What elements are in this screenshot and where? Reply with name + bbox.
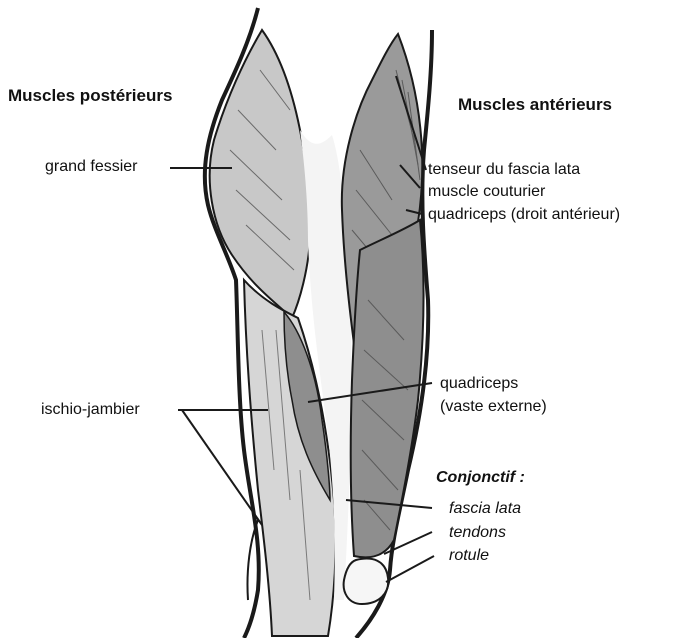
label-gluteus: grand fessier: [45, 157, 138, 176]
anterior-muscles-heading: Muscles antérieurs: [458, 95, 612, 114]
label-vastus-line1: quadriceps: [440, 374, 518, 393]
posterior-muscles-heading: Muscles postérieurs: [8, 86, 172, 105]
label-fascia: fascia lata: [449, 499, 521, 518]
leader-hamstring-b: [182, 410, 262, 525]
label-hamstring: ischio-jambier: [41, 400, 140, 419]
label-rectus: quadriceps (droit antérieur): [428, 205, 620, 224]
label-sartorius: muscle couturier: [428, 182, 545, 201]
leader-patella: [386, 556, 434, 582]
gluteus-muscle: [210, 30, 311, 318]
label-tensor: tenseur du fascia lata: [428, 160, 580, 179]
label-tendons: tendons: [449, 523, 506, 542]
label-patella: rotule: [449, 546, 489, 565]
patella: [344, 559, 389, 604]
connective-heading: Conjonctif :: [436, 468, 525, 487]
label-vastus-line2: (vaste externe): [440, 397, 547, 416]
